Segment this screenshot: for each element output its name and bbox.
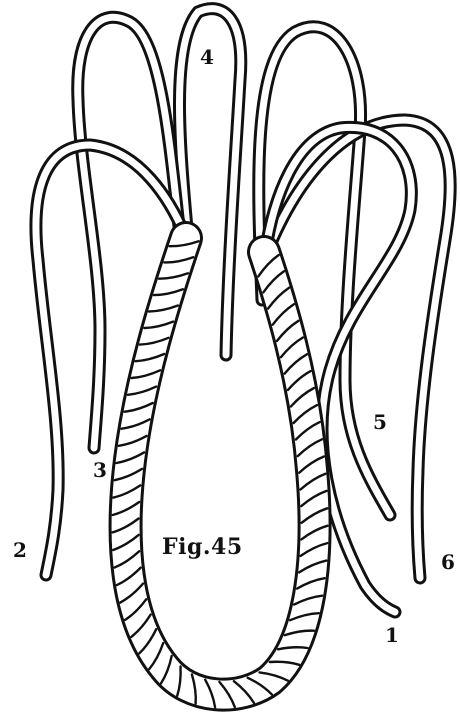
strand-label-5: 5 [372, 412, 388, 432]
strand-label-3: 3 [92, 460, 108, 480]
strand-label-1: 1 [384, 625, 400, 645]
strand-label-4: 4 [199, 47, 215, 67]
strand-label-2: 2 [12, 540, 28, 560]
figure-caption: Fig.45 [160, 536, 245, 558]
strand-label-6: 6 [440, 552, 456, 572]
rope-eye [113, 238, 328, 708]
